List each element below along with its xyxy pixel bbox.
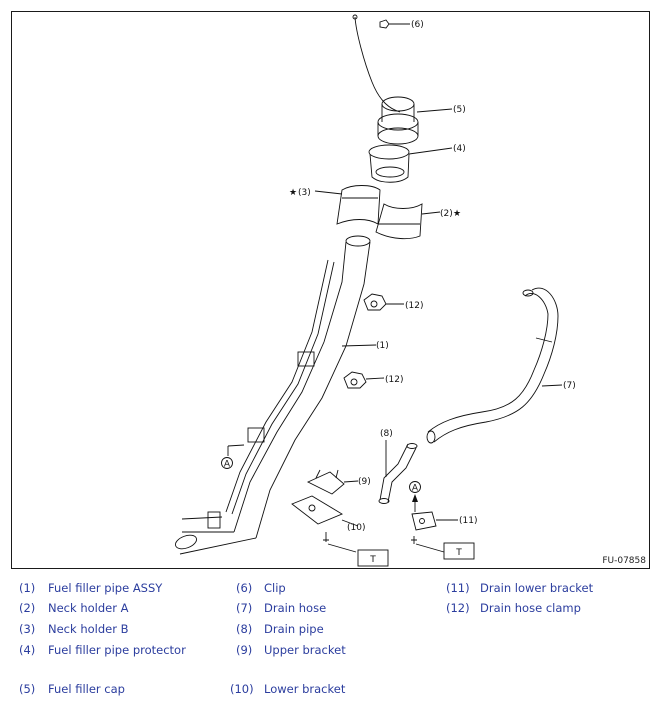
part-neck-holder-a (375, 203, 441, 240)
legend-item-4: (4)Fuel filler pipe protector (19, 643, 186, 657)
legend-item-2: (2)Neck holder A (19, 601, 129, 615)
part-fuel-filler-pipe (175, 235, 377, 555)
callout-7: (7) (563, 381, 576, 391)
part-lower-bracket (291, 495, 359, 553)
legend-item-3: (3)Neck holder B (19, 622, 129, 636)
callout-12-upper: (12) (405, 301, 423, 311)
star-3: ★ (289, 188, 297, 198)
callout-10: (10) (347, 523, 365, 533)
part-neck-holder-b (314, 185, 381, 225)
legend-item-5: (5)Fuel filler cap (19, 682, 125, 696)
part-fuel-filler-cap (377, 96, 453, 145)
exploded-parts-diagram: A A T T (6) (5) (4) ★ (3) (2) ★ (12) (1)… (11, 11, 650, 569)
svg-text:T: T (369, 555, 376, 565)
callout-6: (6) (411, 20, 424, 30)
torque-box-t-right: T (443, 542, 475, 560)
svg-text:A: A (412, 484, 419, 494)
callout-8: (8) (380, 429, 393, 439)
part-drain-hose-clamp-upper (363, 293, 404, 311)
callout-3: (3) (298, 188, 311, 198)
callout-2: (2) (440, 209, 453, 219)
part-drain-hose (426, 287, 563, 444)
legend-item-1: (1)Fuel filler pipe ASSY (19, 581, 163, 595)
part-drain-lower-bracket (411, 494, 458, 553)
part-drain-pipe (378, 440, 418, 504)
svg-text:A: A (224, 460, 231, 470)
legend-item-8: (8)Drain pipe (236, 622, 324, 636)
callout-5: (5) (453, 105, 466, 115)
callout-9: (9) (358, 477, 371, 487)
callout-11: (11) (459, 516, 477, 526)
diagram-canvas: A A T T (6) (5) (4) ★ (3) (2) ★ (12) (1)… (175, 14, 576, 567)
legend-item-6: (6)Clip (236, 581, 286, 595)
legend-item-9: (9)Upper bracket (236, 643, 346, 657)
callout-1: (1) (376, 341, 389, 351)
part-drain-hose-clamp-lower (343, 371, 385, 389)
legend-item-12: (12)Drain hose clamp (446, 601, 581, 615)
torque-box-t-left: T (357, 549, 389, 567)
star-2: ★ (453, 209, 461, 219)
part-clip (352, 14, 410, 113)
callout-12-lower: (12) (385, 375, 403, 385)
part-pipe-protector (368, 144, 453, 183)
legend-item-7: (7)Drain hose (236, 601, 327, 615)
legend-item-10: (10)Lower bracket (230, 682, 346, 696)
figure-id: FU-07858 (602, 556, 646, 566)
part-upper-bracket (306, 469, 359, 495)
svg-text:T: T (455, 548, 462, 558)
legend-item-11: (11)Drain lower bracket (446, 581, 594, 595)
marker-a-right: A (409, 481, 421, 494)
callout-4: (4) (453, 144, 466, 154)
marker-a-left: A (221, 457, 233, 470)
